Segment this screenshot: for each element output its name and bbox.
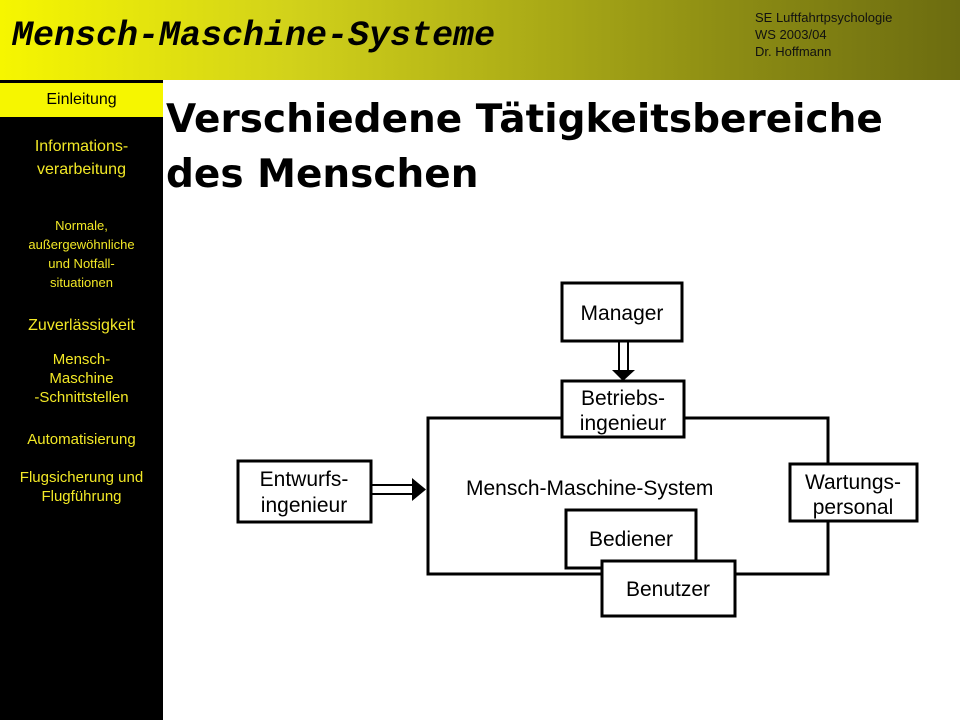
bediener-label: Bediener [589,528,673,551]
manager-label: Manager [581,302,664,325]
betriebsingenieur-box [560,379,686,439]
sidebar-item-situationen[interactable]: Normale, außergewöhnliche und Notfall- s… [28,218,135,290]
manager-box [560,281,684,343]
diagram-svg: Manager Betriebs- ingenieur Entwurfs- in… [236,281,919,618]
header-meta: SE Luftfahrtpsychologie WS 2003/04 Dr. H… [755,9,892,60]
bediener-box [564,508,698,570]
wartungspersonal-label-1: Wartungs- [805,471,901,494]
wartungspersonal-label-2: personal [813,496,894,519]
slide-title: Verschiedene Tätigkeitsbereiche des Mens… [166,92,883,202]
slide-title-line2: des Menschen [166,152,479,197]
arrow-manager-head [612,370,635,381]
entwurfsingenieur-label-1: Entwurfs- [260,468,349,491]
sidebar-item-einleitung[interactable]: Einleitung [0,83,163,117]
system-label: Mensch-Maschine-System [466,477,713,500]
sidebar-item-automatisierung[interactable]: Automatisierung [27,431,136,448]
slide-title-line1: Verschiedene Tätigkeitsbereiche [166,97,883,142]
sidebar-item-zuverlaessigkeit[interactable]: Zuverlässigkeit [28,317,135,334]
activity-diagram: Manager Betriebs- ingenieur Entwurfs- in… [200,250,960,650]
semester: WS 2003/04 [755,27,827,42]
sidebar-nav: Einleitung Informations- verarbeitung No… [0,80,163,720]
benutzer-label: Benutzer [626,578,710,601]
betriebsingenieur-label-2: ingenieur [580,412,666,435]
entwurfsingenieur-box [236,459,373,524]
sidebar-item-informationsverarbeitung[interactable]: Informations- verarbeitung [34,138,129,178]
sidebar-item-label: Einleitung [46,91,117,108]
benutzer-box [600,559,737,618]
sidebar-item-schnittstellen[interactable]: Mensch- Maschine -Schnittstellen [34,351,129,406]
sidebar-item-flugsicherung[interactable]: Flugsicherung und Flugführung [19,469,144,505]
slide-header: Mensch-Maschine-Systeme SE Luftfahrtpsyc… [0,0,960,80]
arrow-entwurf-head [412,478,426,501]
header-title: Mensch-Maschine-Systeme [12,16,496,56]
betriebsingenieur-label-1: Betriebs- [581,387,665,410]
course-name: SE Luftfahrtpsychologie [755,10,893,25]
entwurfsingenieur-label-2: ingenieur [261,494,347,517]
wartungspersonal-box [788,462,919,523]
lecturer: Dr. Hoffmann [755,44,832,59]
